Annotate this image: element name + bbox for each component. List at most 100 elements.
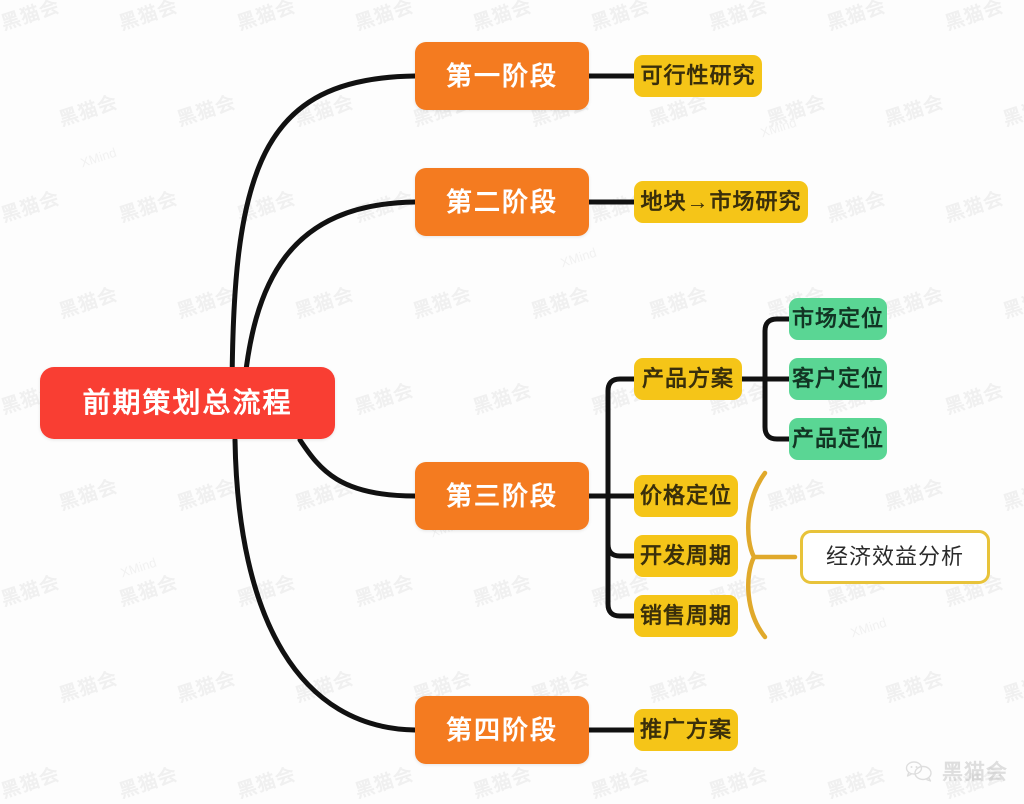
watermark-tile: 黑猫会 <box>0 284 3 323</box>
stage-node-2-label: 第二阶段 <box>445 187 558 217</box>
watermark-tile: 黑猫会 <box>646 668 711 707</box>
xmind-watermark: XMind <box>118 554 159 581</box>
watermark-tile: 黑猫会 <box>1000 284 1024 323</box>
watermark-tile: 黑猫会 <box>174 668 239 707</box>
topic-customer-positioning-label: 客户定位 <box>791 366 884 391</box>
watermark-tile: 黑猫会 <box>56 668 121 707</box>
connector-root-to-stage-4 <box>232 437 418 733</box>
connector-stage-3-branch-product <box>605 376 637 499</box>
watermark-tile: 黑猫会 <box>116 572 181 611</box>
watermark-tile: 黑猫会 <box>824 764 889 803</box>
chat-bubble-icon <box>905 761 932 782</box>
watermark-tile: 黑猫会 <box>292 668 357 707</box>
topic-development-cycle[interactable]: 开发周期 <box>634 535 738 577</box>
xmind-watermark: XMind <box>558 244 599 271</box>
watermark-tile: 黑猫会 <box>292 92 357 131</box>
watermark-tile: 黑猫会 <box>882 284 947 323</box>
connector-root-to-stage-1 <box>229 73 418 403</box>
summary-economic-benefit-analysis[interactable]: 经济效益分析 <box>800 530 990 584</box>
topic-product-plan-label: 产品方案 <box>641 366 734 391</box>
root-node-label: 前期策划总流程 <box>82 387 293 418</box>
watermark-tile: 黑猫会 <box>174 476 239 515</box>
watermark-tile: 黑猫会 <box>470 764 535 803</box>
watermark-tile: 黑猫会 <box>764 92 829 131</box>
watermark-tile: 黑猫会 <box>234 764 299 803</box>
watermark-tile: 黑猫会 <box>174 92 239 131</box>
stage-node-4[interactable]: 第四阶段 <box>415 696 589 764</box>
watermark-tile: 黑猫会 <box>352 572 417 611</box>
watermark-tile: 黑猫会 <box>352 0 417 35</box>
watermark-tile: 黑猫会 <box>1000 668 1024 707</box>
watermark-tile: 黑猫会 <box>706 764 771 803</box>
watermark-tile: 黑猫会 <box>646 284 711 323</box>
watermark-tile: 黑猫会 <box>116 764 181 803</box>
watermark-tile: 黑猫会 <box>410 284 475 323</box>
stage-node-3-label: 第三阶段 <box>445 481 558 511</box>
watermark-tile: 黑猫会 <box>352 764 417 803</box>
xmind-watermark: XMind <box>78 144 119 171</box>
topic-customer-positioning[interactable]: 客户定位 <box>789 358 887 400</box>
xmind-watermark: XMind <box>848 614 889 641</box>
watermark-tile: 黑猫会 <box>764 668 829 707</box>
topic-feasibility-study[interactable]: 可行性研究 <box>634 55 762 97</box>
watermark-tile: 黑猫会 <box>588 764 653 803</box>
watermark-tile: 黑猫会 <box>882 92 947 131</box>
watermark-tile: 黑猫会 <box>116 188 181 227</box>
watermark-tile: 黑猫会 <box>942 380 1007 419</box>
watermark-tile: 黑猫会 <box>942 188 1007 227</box>
topic-product-positioning[interactable]: 产品定位 <box>789 418 887 460</box>
topic-market-positioning[interactable]: 市场定位 <box>789 298 887 340</box>
stage-node-3[interactable]: 第三阶段 <box>415 462 589 530</box>
connector-product-branch-market <box>762 316 792 382</box>
topic-land-market-research[interactable]: 地块→市场研究 <box>634 181 808 223</box>
watermark-tile: 黑猫会 <box>824 0 889 35</box>
topic-promotion-plan[interactable]: 推广方案 <box>634 709 738 751</box>
brand-watermark-label: 黑猫会 <box>942 761 1008 784</box>
watermark-tile: 黑猫会 <box>0 764 63 803</box>
watermark-tile: 黑猫会 <box>882 668 947 707</box>
stage-node-1-label: 第一阶段 <box>445 61 558 91</box>
connector-product-branch-product <box>762 376 792 442</box>
topic-sales-cycle[interactable]: 销售周期 <box>634 595 738 637</box>
topic-promotion-plan-label: 推广方案 <box>639 717 732 742</box>
group-brace <box>745 470 768 640</box>
topic-land-market-research-label: 地块→市场研究 <box>640 189 802 214</box>
stage-node-1[interactable]: 第一阶段 <box>415 42 589 110</box>
watermark-tile: 黑猫会 <box>292 476 357 515</box>
topic-development-cycle-label: 开发周期 <box>639 543 732 568</box>
watermark-tile: 黑猫会 <box>0 476 3 515</box>
watermark-tile: 黑猫会 <box>292 284 357 323</box>
watermark-tile: 黑猫会 <box>234 188 299 227</box>
topic-price-positioning-label: 价格定位 <box>639 483 732 508</box>
watermark-tile: 黑猫会 <box>56 284 121 323</box>
watermark-tile: 黑猫会 <box>528 284 593 323</box>
watermark-tile: 黑猫会 <box>470 0 535 35</box>
watermark-tile: 黑猫会 <box>352 380 417 419</box>
watermark-tile: 黑猫会 <box>942 0 1007 35</box>
watermark-tile: 黑猫会 <box>0 188 63 227</box>
watermark-tile: 黑猫会 <box>56 92 121 131</box>
stage-node-2[interactable]: 第二阶段 <box>415 168 589 236</box>
watermark-tile: 黑猫会 <box>470 380 535 419</box>
watermark-tile: 黑猫会 <box>0 0 63 35</box>
connector-stage-3-branch-sales <box>605 493 637 619</box>
topic-feasibility-study-label: 可行性研究 <box>640 63 756 88</box>
watermark-tile: 黑猫会 <box>352 188 417 227</box>
watermark-tile: 黑猫会 <box>470 572 535 611</box>
topic-product-positioning-label: 产品定位 <box>791 426 884 451</box>
topic-market-positioning-label: 市场定位 <box>791 306 884 331</box>
watermark-tile: 黑猫会 <box>116 0 181 35</box>
watermark-tile: 黑猫会 <box>824 188 889 227</box>
topic-sales-cycle-label: 销售周期 <box>639 603 732 628</box>
watermark-tile: 黑猫会 <box>706 0 771 35</box>
connector-root-to-stage-3 <box>297 437 418 499</box>
topic-product-plan[interactable]: 产品方案 <box>634 358 742 400</box>
root-node[interactable]: 前期策划总流程 <box>40 367 335 439</box>
stage-node-4-label: 第四阶段 <box>445 715 558 745</box>
watermark-tile: 黑猫会 <box>0 572 63 611</box>
watermark-tile: 黑猫会 <box>0 668 3 707</box>
topic-price-positioning[interactable]: 价格定位 <box>634 475 738 517</box>
watermark-tile: 黑猫会 <box>174 284 239 323</box>
summary-economic-benefit-analysis-label: 经济效益分析 <box>825 544 964 569</box>
